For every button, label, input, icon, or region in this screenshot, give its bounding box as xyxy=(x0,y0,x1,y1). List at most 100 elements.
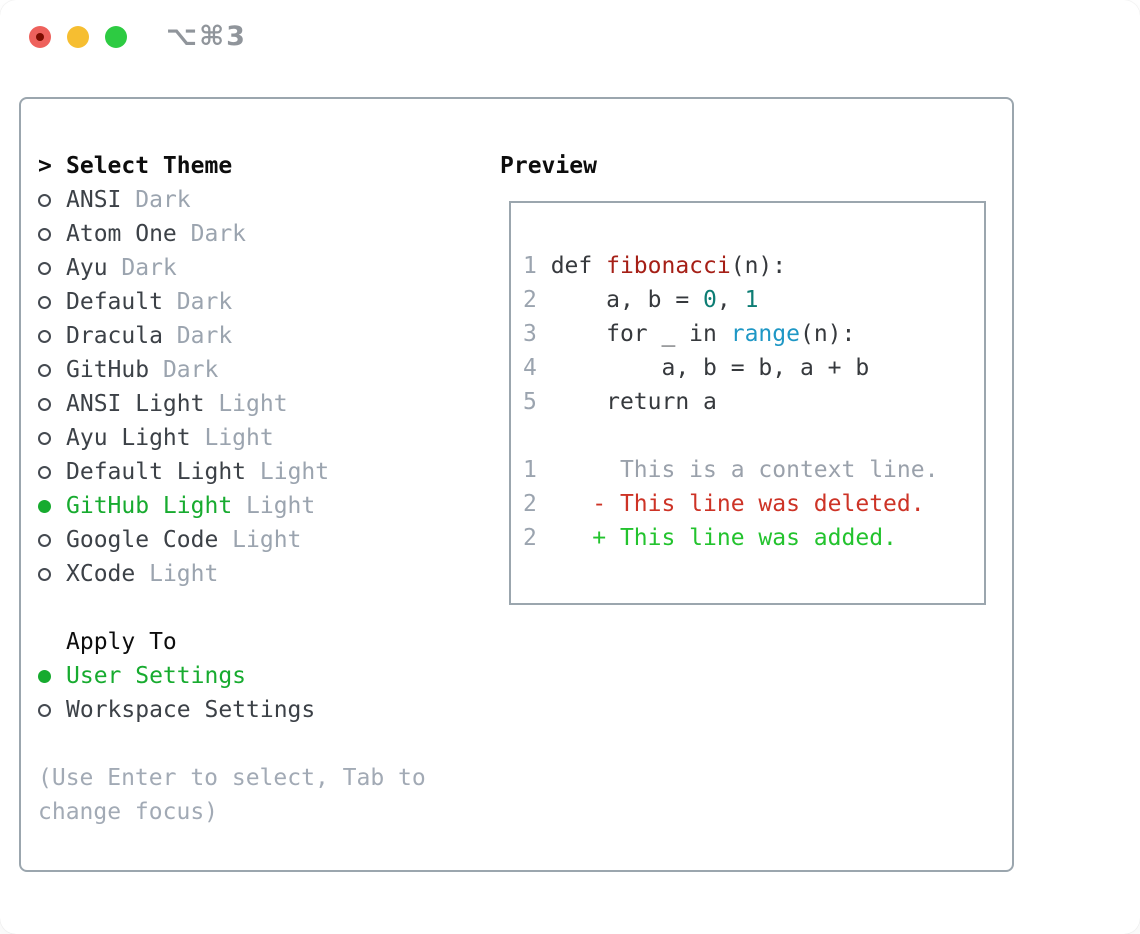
code-segment-code: (n): xyxy=(730,253,787,279)
radio-icon xyxy=(38,261,66,275)
preview-code-line: 1 def fibonacci(n): xyxy=(523,249,974,283)
theme-list-item-dracula[interactable]: Dracula Dark xyxy=(38,319,426,353)
theme-variant: Light xyxy=(259,459,330,485)
apply-option-workspace-settings[interactable]: Workspace Settings xyxy=(38,693,426,727)
radio-icon xyxy=(38,363,66,377)
theme-name: User Settings xyxy=(66,663,247,689)
theme-list-item-ansi[interactable]: ANSI Dark xyxy=(38,183,426,217)
radio-icon xyxy=(38,397,66,411)
theme-list-item-xcode[interactable]: XCode Light xyxy=(38,557,426,591)
code-segment-deleted: - This line was deleted. xyxy=(536,491,925,517)
preview-code-line: 1 This is a context line. xyxy=(523,453,974,487)
apply-to-title: Apply To xyxy=(66,629,177,655)
theme-name: ANSI xyxy=(66,187,136,213)
theme-variant: Light xyxy=(232,527,302,553)
preview-code-line: 2 - This line was deleted. xyxy=(523,487,974,521)
help-text-line-1: (Use Enter to select, Tab to xyxy=(38,765,426,791)
code-segment-lineno: 3 xyxy=(523,321,537,347)
code-segment-lineno: 1 xyxy=(523,253,551,279)
window-title: ⌥⌘3 xyxy=(166,21,247,52)
theme-variant: Light xyxy=(246,493,316,519)
theme-variant: Light xyxy=(149,561,219,587)
preview-code-line: 3 for _ in range(n): xyxy=(523,317,974,351)
theme-list-item-ansi-light[interactable]: ANSI Light Light xyxy=(38,387,426,421)
radio-icon xyxy=(38,465,66,479)
code-segment-added: + This line was added. xyxy=(536,525,897,551)
preview-code-line: 2 a, b = 0, 1 xyxy=(523,283,974,317)
code-segment-code: for _ in xyxy=(536,321,731,347)
select-theme-header: > Select Theme xyxy=(38,149,426,183)
radio-icon xyxy=(38,499,66,513)
theme-variant: Dark xyxy=(121,255,177,281)
apply-to-header: Apply To xyxy=(38,625,426,659)
theme-variant: Dark xyxy=(162,357,219,383)
theme-variant: Dark xyxy=(176,323,233,349)
theme-list-item-atom-one[interactable]: Atom One Dark xyxy=(38,217,426,251)
preview-code-line: 2 + This line was added. xyxy=(523,521,974,555)
select-theme-title: Select Theme xyxy=(66,153,233,179)
theme-name: Default Light xyxy=(66,459,260,485)
code-segment-code: a, b = b, a + b xyxy=(536,355,870,381)
spacer xyxy=(38,727,426,761)
help-text-line-2: change focus) xyxy=(38,799,219,825)
code-segment-number: 0 xyxy=(703,287,717,313)
radio-icon xyxy=(38,431,66,445)
code-segment-lineno: 4 xyxy=(523,355,537,381)
theme-variant: Dark xyxy=(135,187,191,213)
theme-name: Workspace Settings xyxy=(66,697,316,723)
radio-icon xyxy=(38,567,66,581)
radio-icon xyxy=(38,669,66,683)
minimize-button[interactable] xyxy=(67,26,89,48)
focus-caret: > xyxy=(38,153,52,179)
theme-list-item-github[interactable]: GitHub Dark xyxy=(38,353,426,387)
theme-name: Google Code xyxy=(66,527,233,553)
theme-list: > Select Theme ANSI Dark Atom One Dark A… xyxy=(38,149,426,829)
theme-name: Atom One xyxy=(66,221,191,247)
code-segment-lineno: 2 xyxy=(523,525,537,551)
titlebar: ⌥⌘3 xyxy=(0,0,1140,75)
theme-variant: Dark xyxy=(190,221,247,247)
code-segment-code: (n): xyxy=(799,321,856,347)
theme-variant: Light xyxy=(218,391,288,417)
theme-list-item-default[interactable]: Default Dark xyxy=(38,285,426,319)
theme-list-item-google-code[interactable]: Google Code Light xyxy=(38,523,426,557)
radio-icon xyxy=(38,193,66,207)
preview-blank-line xyxy=(523,419,974,453)
radio-icon xyxy=(38,329,66,343)
theme-list-item-ayu[interactable]: Ayu Dark xyxy=(38,251,426,285)
radio-icon xyxy=(38,227,66,241)
code-segment-func: fibonacci xyxy=(606,253,731,279)
radio-icon xyxy=(38,703,66,717)
code-segment-code: , xyxy=(716,287,745,313)
theme-name: ANSI Light xyxy=(66,391,219,417)
theme-name: GitHub xyxy=(66,357,163,383)
close-button[interactable] xyxy=(29,26,51,48)
theme-name: Ayu xyxy=(66,255,122,281)
theme-picker-panel: > Select Theme ANSI Dark Atom One Dark A… xyxy=(19,97,1014,872)
preview-title: Preview xyxy=(500,153,597,179)
code-segment-builtin: range xyxy=(730,321,800,347)
apply-option-user-settings[interactable]: User Settings xyxy=(38,659,426,693)
radio-icon xyxy=(38,295,66,309)
preview-code-line: 5 return a xyxy=(523,385,974,419)
code-segment-code: return a xyxy=(536,389,717,415)
preview-code-line: 4 a, b = b, a + b xyxy=(523,351,974,385)
theme-variant: Dark xyxy=(176,289,233,315)
zoom-button[interactable] xyxy=(105,26,127,48)
radio-icon xyxy=(38,533,66,547)
theme-name: GitHub Light xyxy=(66,493,247,519)
code-segment-lineno: 2 xyxy=(523,287,537,313)
theme-name: Default xyxy=(66,289,177,315)
code-segment-context: This is a context line. xyxy=(536,457,939,483)
theme-list-item-ayu-light[interactable]: Ayu Light Light xyxy=(38,421,426,455)
code-segment-number: 1 xyxy=(744,287,759,313)
theme-list-item-default-light[interactable]: Default Light Light xyxy=(38,455,426,489)
spacer xyxy=(38,591,426,625)
code-segment-lineno: 1 xyxy=(523,457,537,483)
theme-name: Ayu Light xyxy=(66,425,205,451)
code-segment-lineno: 2 xyxy=(523,491,537,517)
theme-list-item-github-light[interactable]: GitHub Light Light xyxy=(38,489,426,523)
theme-name: XCode xyxy=(66,561,150,587)
